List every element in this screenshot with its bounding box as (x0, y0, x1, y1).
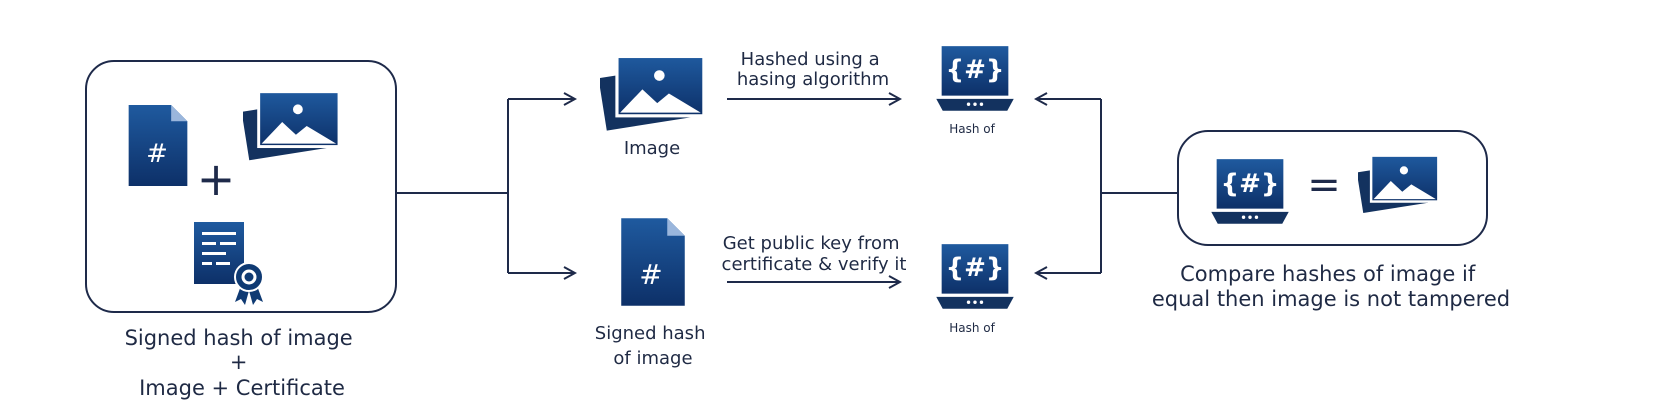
equals-sign: = (1307, 162, 1341, 208)
svg-text:#: # (639, 258, 662, 291)
svg-text:#: # (146, 139, 168, 169)
hash-bottom-laptop-icon: {#} (936, 244, 1014, 309)
compare-caption: Compare hashes of image if equal then im… (1152, 262, 1510, 311)
image-icon (600, 54, 706, 133)
hash-bottom-caption: Hash of (949, 321, 995, 335)
split-connector (396, 99, 575, 273)
svg-text:{#}: {#} (946, 253, 1005, 283)
plus-sign: + (197, 152, 236, 206)
hash-top-caption: Hash of (949, 122, 995, 136)
svg-text:{#}: {#} (1221, 169, 1280, 199)
signed-hash-node-icon: # (621, 218, 685, 306)
verify-arrow-label: Get public key from certificate & verify… (722, 233, 907, 275)
signed-hash-document-icon: # (128, 105, 188, 186)
left-caption: Signed hash of image + Image + Certifica… (125, 326, 360, 400)
hashing-arrow-label: Hashed using a hasing algorithm (737, 49, 889, 90)
certificate-icon (194, 222, 264, 305)
svg-text:{#}: {#} (946, 55, 1005, 85)
compare-hash-laptop-icon: {#} (1211, 159, 1289, 224)
hash-top-laptop-icon: {#} (936, 46, 1014, 111)
compare-connector (1036, 99, 1178, 273)
image-caption: Image (624, 138, 680, 159)
signed-hash-caption: Signed hash of image (595, 323, 711, 369)
